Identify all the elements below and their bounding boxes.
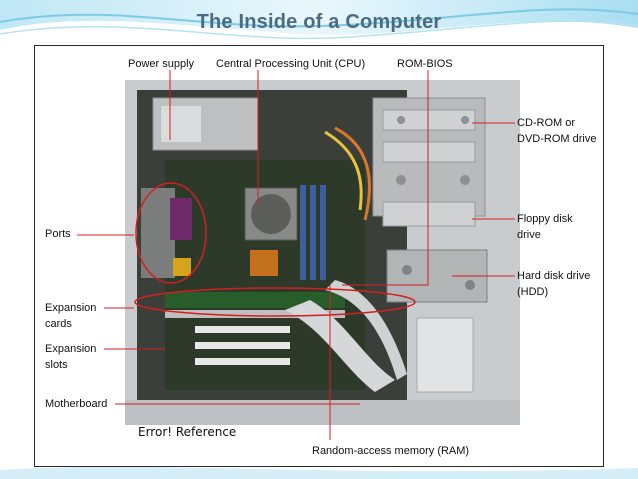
slide-title: The Inside of a Computer: [196, 11, 442, 33]
bottom-wave: [0, 466, 638, 479]
label-floppy-disk-drive: Floppy disk drive: [517, 213, 573, 241]
top-wave-line: [0, 8, 638, 28]
top-wave: [0, 0, 638, 35]
label-ports: Ports: [45, 228, 71, 240]
label-hard-disk-drive: Hard disk drive (HDD): [517, 270, 591, 298]
label-rom-bios: ROM-BIOS: [397, 58, 453, 70]
error-reference-caption: Error! Reference: [138, 425, 237, 439]
label-cpu: Central Processing Unit (CPU): [216, 58, 366, 70]
label-expansion-cards: Expansion cards: [45, 302, 97, 330]
label-expansion-slots: Expansion slots: [45, 343, 97, 371]
top-wave-line-2: [0, 20, 638, 40]
label-ram: Random-access memory (RAM): [312, 445, 470, 457]
label-motherboard: Motherboard: [45, 398, 108, 410]
label-power-supply: Power supply: [128, 58, 195, 70]
label-cd-rom-drive: CD-ROM or DVD-ROM drive: [517, 117, 597, 145]
leader-rom-bios: [342, 70, 429, 286]
